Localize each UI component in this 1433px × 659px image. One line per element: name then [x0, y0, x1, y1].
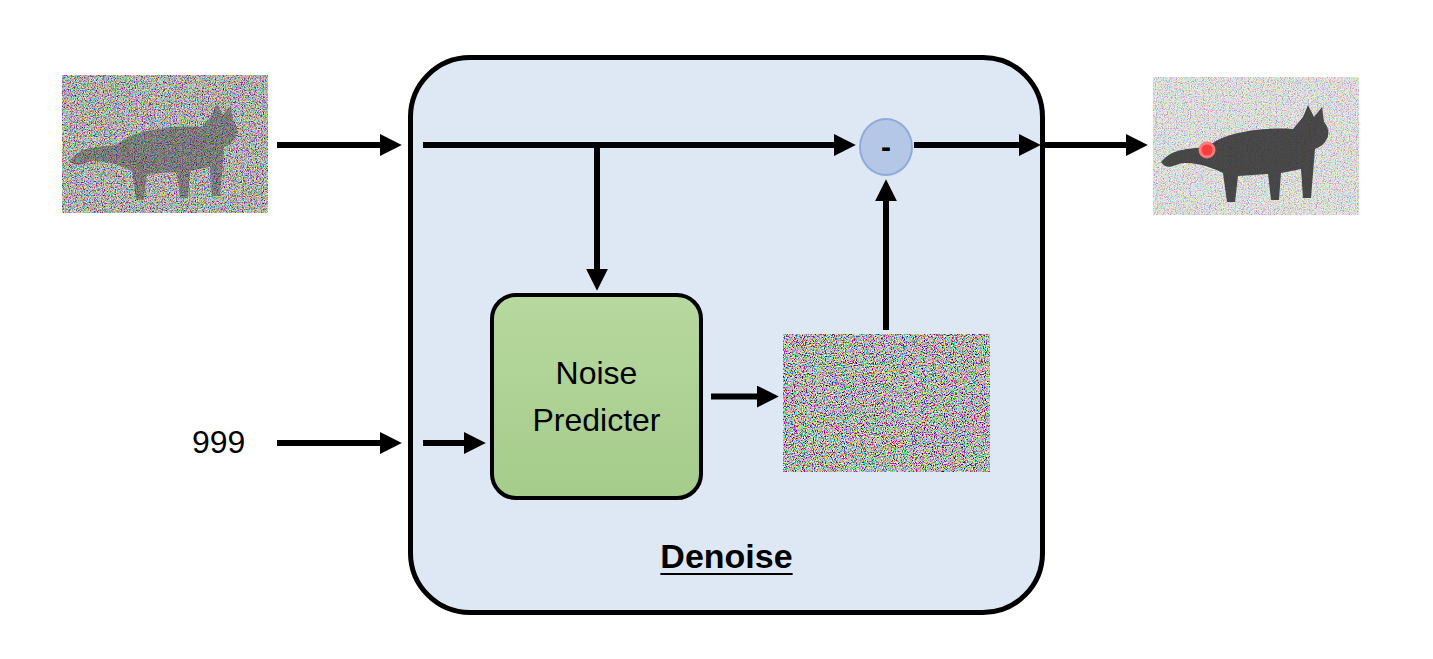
operator-symbol: -: [881, 132, 891, 162]
timestep-number: 999: [192, 425, 245, 460]
denoised-cat-image: [1153, 77, 1359, 215]
subtract-circle: -: [859, 118, 913, 176]
connector-layer: [711, 199, 886, 397]
noise-image: [783, 334, 990, 472]
box-ground: [410, 57, 1043, 613]
denoise-block: Denoise Noise Predicter -: [408, 55, 1045, 615]
process-box: Noise Predicter: [490, 293, 703, 500]
noisy-cat-image: [62, 75, 268, 213]
process-label: Noise Predicter: [504, 350, 689, 443]
block-title: Denoise: [413, 536, 1040, 577]
flow-connector: [711, 199, 886, 397]
